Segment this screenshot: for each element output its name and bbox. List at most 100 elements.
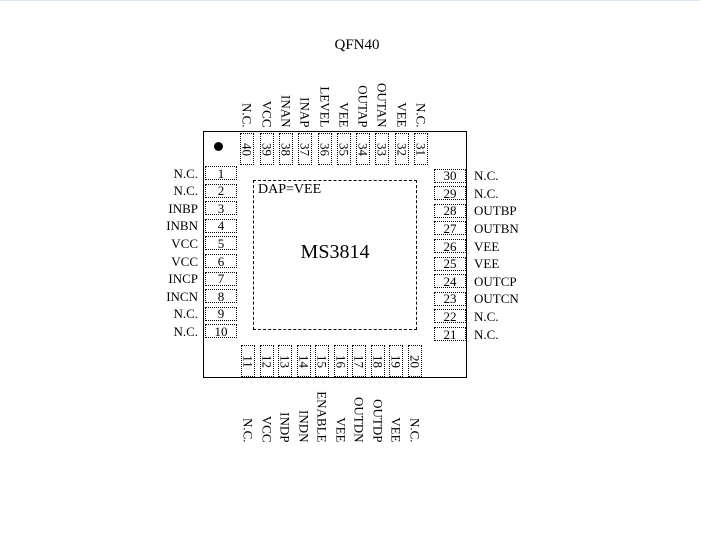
pin-number: 35 — [336, 142, 352, 156]
pin-label: VEE — [333, 416, 348, 442]
pin-pad — [205, 236, 237, 251]
pin-label: OUTDN — [351, 396, 367, 443]
pin-label: N.C. — [474, 326, 499, 342]
pin-label: VEE — [336, 101, 352, 127]
pin-number: 11 — [240, 354, 256, 368]
pin-label: OUTBN — [474, 220, 519, 236]
pin-number: 5 — [217, 235, 225, 251]
pin-label: INDN — [296, 409, 311, 443]
pin-label: INDP — [277, 411, 293, 442]
pin-pad — [259, 133, 274, 165]
pin-pad — [278, 133, 293, 165]
pin-number: 19 — [388, 354, 404, 368]
pin-label: N.C. — [474, 185, 499, 201]
pin-number: 24 — [443, 273, 457, 289]
pin-number: 39 — [259, 142, 275, 156]
pin-number: 21 — [443, 326, 457, 342]
pin-number: 2 — [217, 183, 225, 199]
pin-label: VEE — [394, 101, 410, 127]
pin-label: N.C. — [173, 306, 198, 322]
pin-label: N.C. — [239, 102, 255, 127]
pin-number: 25 — [443, 256, 457, 272]
pin-number: 10 — [214, 323, 228, 339]
pin-number: 27 — [443, 220, 457, 236]
pin-pad — [259, 345, 274, 377]
pin-pad — [205, 306, 237, 321]
pin-pad — [205, 218, 237, 233]
pin-pad — [241, 345, 255, 377]
pin-pad — [278, 345, 292, 377]
pin-number: 12 — [259, 354, 274, 368]
pin-number: 37 — [297, 142, 313, 156]
pin-number: 38 — [278, 142, 294, 156]
pin-pad — [434, 186, 466, 201]
pin-label: INAP — [297, 96, 313, 127]
pin-label: N.C. — [173, 183, 198, 199]
pin-label: OUTCN — [474, 291, 519, 307]
pin-label: OUTDP — [370, 398, 385, 442]
pin-number: 34 — [355, 142, 371, 156]
pin-number: 29 — [443, 185, 457, 201]
pin-pad — [434, 221, 466, 236]
pin-pad — [333, 345, 348, 377]
pin-label: INCP — [168, 271, 198, 287]
dap-outline — [253, 180, 417, 330]
pin-number: 14 — [296, 354, 311, 368]
pin-label: VCC — [259, 415, 274, 442]
pin-pad — [434, 239, 466, 253]
pin-pad — [394, 133, 409, 165]
pin-pad — [317, 133, 332, 165]
pin-pad — [434, 291, 466, 306]
pin-pad — [298, 133, 313, 165]
pin-label: OUTCP — [474, 273, 517, 289]
pin-number: 7 — [217, 271, 225, 287]
pin-label: INBN — [166, 218, 198, 234]
pin-pad — [434, 309, 466, 324]
pin-label: INCN — [166, 288, 198, 304]
pin-label: INAN — [278, 94, 294, 128]
pin-number: 16 — [333, 354, 348, 368]
pin-pad — [434, 327, 466, 341]
pin-label: INBP — [168, 200, 198, 216]
pin-number: 36 — [317, 142, 332, 156]
pin-label: N.C. — [407, 417, 422, 442]
pin-label: ENABLE — [314, 390, 330, 442]
pin-label: LEVEL — [317, 85, 332, 127]
pin-label: N.C. — [240, 417, 256, 442]
dap-label: DAP=VEE — [258, 182, 322, 197]
pin-pad — [407, 345, 422, 377]
pin-number: 26 — [443, 238, 457, 254]
pin-number: 32 — [394, 142, 410, 156]
pin-number: 13 — [277, 354, 293, 368]
pin-label: VEE — [474, 238, 500, 254]
package-outline — [203, 131, 467, 378]
pin-number: 31 — [413, 142, 429, 156]
pin-number: 33 — [374, 142, 390, 156]
pin-number: 22 — [443, 308, 457, 324]
pin-number: 18 — [370, 354, 385, 368]
pin-pad — [315, 345, 329, 377]
pin-number: 9 — [217, 306, 225, 322]
pin-label: VCC — [171, 235, 198, 251]
pin-pad — [205, 183, 237, 198]
pin-label: OUTAN — [374, 82, 390, 127]
pin-number: 1 — [217, 165, 225, 181]
pin-pad — [205, 324, 237, 339]
pin-pad — [389, 345, 403, 377]
pin-pad — [414, 133, 428, 165]
package-title: QFN40 — [334, 37, 380, 53]
pin-label: N.C. — [474, 308, 499, 324]
pin-label: VCC — [259, 100, 275, 127]
pin-number: 30 — [443, 168, 457, 184]
pin-label: N.C. — [173, 323, 198, 339]
pin-pad — [434, 274, 466, 289]
pin-pad — [356, 133, 371, 165]
pin-number: 4 — [217, 218, 225, 234]
pin-label: OUTAP — [355, 84, 371, 127]
pin-pad — [296, 345, 311, 377]
pin-number: 23 — [443, 291, 457, 307]
pin-pad — [336, 133, 351, 165]
pin-label: N.C. — [474, 168, 499, 184]
pin1-marker-dot — [214, 142, 223, 151]
